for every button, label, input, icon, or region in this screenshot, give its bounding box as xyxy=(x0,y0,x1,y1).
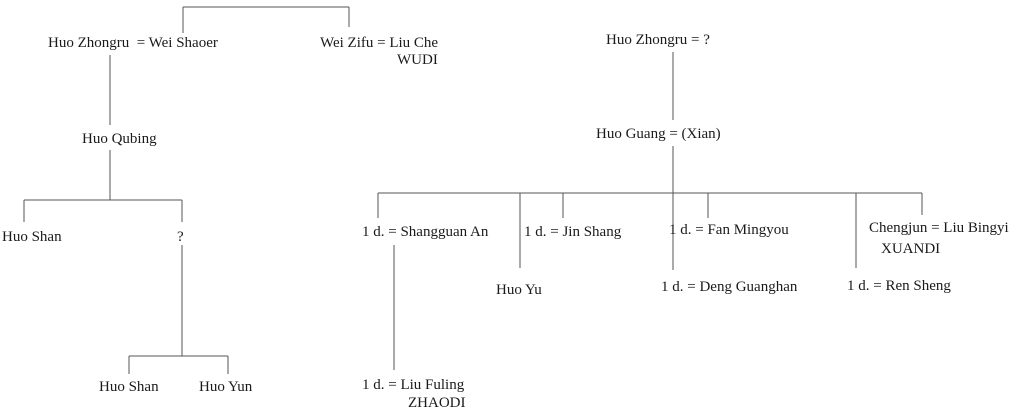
node-zhaodi: ZHAODI xyxy=(408,395,466,411)
node-deng-guanghan: 1 d. = Deng Guanghan xyxy=(661,279,798,295)
node-huo-shan-2: Huo Shan xyxy=(99,379,159,395)
node-liu-fuling: 1 d. = Liu Fuling xyxy=(362,377,465,393)
connector-lines xyxy=(23,6,923,374)
node-jin-shang: 1 d. = Jin Shang xyxy=(524,224,622,240)
right-branch: Huo Zhongru = ? Huo Guang = (Xian) 1 d. … xyxy=(362,32,1009,411)
node-huo-zhongru-wei-shaoer: Huo Zhongru = Wei Shaoer xyxy=(48,35,218,51)
node-huo-qubing: Huo Qubing xyxy=(82,131,157,147)
node-huo-yu: Huo Yu xyxy=(496,282,542,298)
node-huo-yun: Huo Yun xyxy=(199,379,253,395)
node-huo-shan-1: Huo Shan xyxy=(2,229,62,245)
node-wei-zifu-liu-che: Wei Zifu = Liu Che xyxy=(320,35,438,51)
node-fan-mingyou: 1 d. = Fan Mingyou xyxy=(669,222,789,238)
node-wudi: WUDI xyxy=(397,52,438,68)
node-ren-sheng: 1 d. = Ren Sheng xyxy=(847,278,951,294)
node-shangguan-an: 1 d. = Shangguan An xyxy=(362,224,489,240)
node-huo-zhongru-unknown: Huo Zhongru = ? xyxy=(606,32,710,48)
node-huo-guang: Huo Guang = (Xian) xyxy=(596,126,721,142)
node-xuandi: XUANDI xyxy=(881,241,940,257)
node-chengjun-liu-bingyi: Chengjun = Liu Bingyi xyxy=(869,220,1009,236)
left-branch: Huo Zhongru = Wei Shaoer Wei Zifu = Liu … xyxy=(2,35,438,395)
node-unknown: ? xyxy=(177,229,184,245)
